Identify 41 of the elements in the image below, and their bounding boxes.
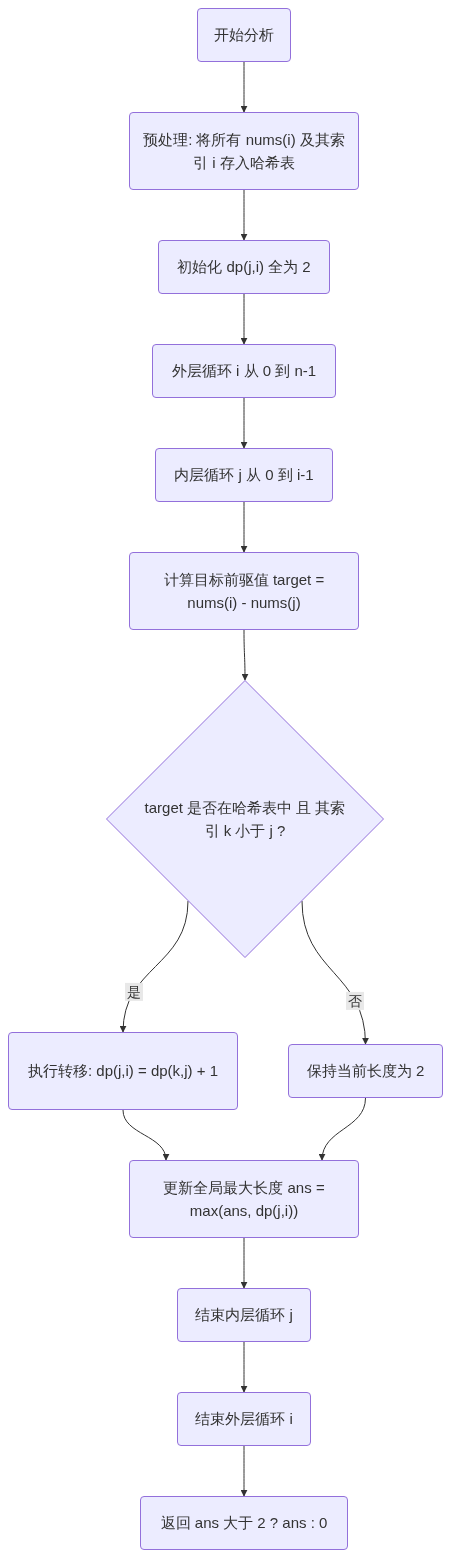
node-label: 初始化 dp(j,i) 全为 2 xyxy=(177,257,311,278)
node-label: 更新全局最大长度 ans = max(ans, dp(j,i)) xyxy=(162,1177,326,1221)
node-label: 结束外层循环 i xyxy=(195,1409,293,1430)
process-box xyxy=(197,8,291,62)
decision-diamond xyxy=(106,680,384,958)
node-label: 计算目标前驱值 target = nums(i) - nums(j) xyxy=(162,569,326,613)
arrow xyxy=(240,189,248,241)
node-label: 内层循环 j 从 0 到 i-1 xyxy=(174,465,314,486)
node-label: target 是否在哈希表中 且 其索引 k 小于 j ? xyxy=(143,797,347,841)
node-label: 预处理: 将所有 nums(i) 及其索引 i 存入哈希表 xyxy=(142,129,346,173)
process-box xyxy=(129,1160,359,1238)
process-box xyxy=(152,344,336,398)
arrow xyxy=(241,629,249,681)
process-box xyxy=(129,112,359,190)
process-box xyxy=(177,1288,311,1342)
node-label: 保持当前长度为 2 xyxy=(306,1061,425,1082)
process-box xyxy=(8,1032,238,1110)
process-box xyxy=(158,240,330,294)
arrow xyxy=(120,900,189,1033)
process-box xyxy=(288,1044,443,1098)
arrow xyxy=(240,1445,248,1497)
arrow xyxy=(240,61,248,113)
edge-label: 是 xyxy=(125,982,143,1001)
process-box xyxy=(140,1496,348,1550)
arrow xyxy=(319,1097,366,1161)
arrow xyxy=(240,397,248,449)
arrow xyxy=(240,1237,248,1289)
edge-label: 否 xyxy=(346,991,365,1010)
process-box xyxy=(177,1392,311,1446)
process-box xyxy=(155,448,333,502)
node-label: 开始分析 xyxy=(214,25,274,46)
arrow xyxy=(240,501,248,553)
arrow xyxy=(240,293,248,345)
arrow xyxy=(240,1341,248,1393)
process-box xyxy=(129,552,359,630)
arrow xyxy=(122,1109,169,1161)
node-label: 外层循环 i 从 0 到 n-1 xyxy=(171,361,317,382)
node-label: 执行转移: dp(j,i) = dp(k,j) + 1 xyxy=(27,1061,219,1082)
node-label: 返回 ans 大于 2 ? ans : 0 xyxy=(160,1513,328,1534)
node-label: 结束内层循环 j xyxy=(195,1305,293,1326)
arrow xyxy=(301,900,369,1045)
